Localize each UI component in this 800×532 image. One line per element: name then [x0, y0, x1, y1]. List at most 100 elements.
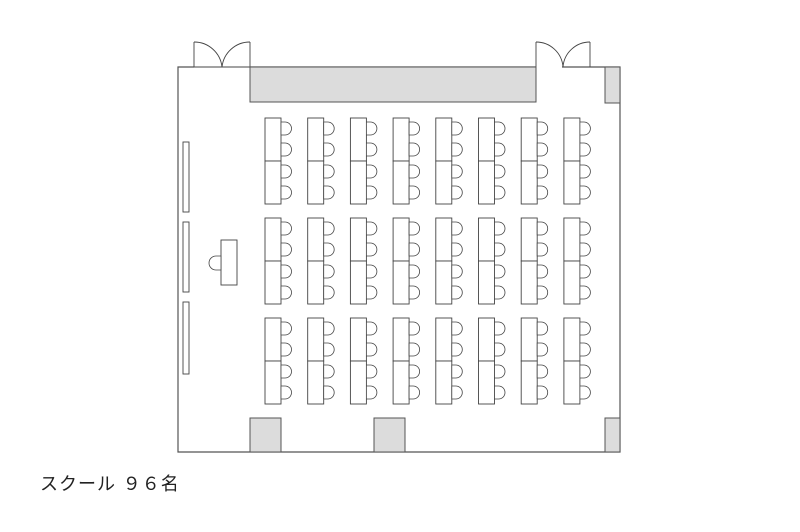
desk [563, 260, 581, 305]
whiteboard-1 [182, 141, 190, 213]
desk [392, 117, 410, 162]
capacity-count: ９６名 [122, 474, 180, 495]
chair [408, 121, 420, 136]
chair [323, 142, 335, 157]
pillar-bottom-right [604, 417, 621, 453]
desk [264, 260, 282, 305]
chair [451, 264, 463, 279]
desk [478, 260, 495, 305]
chair [451, 364, 463, 379]
chair [280, 285, 292, 300]
chair [366, 142, 378, 157]
desk [349, 317, 367, 362]
chair [323, 285, 335, 300]
desk [264, 217, 282, 262]
chair [536, 385, 549, 400]
chair [366, 185, 378, 200]
chair [323, 185, 335, 200]
desk [392, 160, 410, 205]
chair [494, 164, 506, 179]
chair [451, 385, 463, 400]
layout-name: スクール [40, 474, 116, 495]
desk [435, 317, 453, 362]
chair [494, 364, 506, 379]
desk [264, 117, 282, 162]
chair [451, 164, 463, 179]
desk [307, 117, 325, 162]
desk [264, 317, 282, 362]
chair [323, 321, 335, 336]
chair [280, 385, 292, 400]
desk [392, 317, 410, 362]
chair [280, 164, 292, 179]
chair [451, 285, 463, 300]
chair [408, 264, 420, 279]
chair [494, 285, 506, 300]
chair [579, 285, 591, 300]
top-counter [249, 66, 537, 103]
lectern [208, 239, 238, 286]
chair [408, 364, 420, 379]
door-right [535, 41, 591, 68]
chair [494, 121, 506, 136]
desk [264, 160, 282, 205]
desk [349, 260, 367, 305]
chair [451, 121, 463, 136]
desk [478, 360, 495, 405]
desk [520, 317, 538, 362]
desk [563, 360, 581, 405]
desk [478, 217, 495, 262]
chair [408, 221, 420, 236]
chair [323, 242, 335, 257]
chair [366, 121, 378, 136]
whiteboard-3 [182, 301, 190, 375]
chair [366, 285, 378, 300]
desk [435, 360, 453, 405]
chair [451, 342, 463, 357]
desk [264, 360, 282, 405]
chair [451, 185, 463, 200]
chair [579, 264, 591, 279]
chair [323, 385, 335, 400]
desk [563, 117, 581, 162]
desk [435, 160, 453, 205]
chair [408, 321, 420, 336]
chair [280, 121, 292, 136]
chair [323, 264, 335, 279]
chair [494, 385, 506, 400]
pillar-bottom-center [373, 417, 406, 453]
chair [366, 264, 378, 279]
desk [478, 160, 495, 205]
desk [349, 217, 367, 262]
chair [323, 364, 335, 379]
chair [366, 342, 378, 357]
desk [520, 217, 538, 262]
desk [307, 260, 325, 305]
chair [536, 221, 549, 236]
chair [579, 321, 591, 336]
desk [435, 217, 453, 262]
desk [349, 160, 367, 205]
chair [494, 221, 506, 236]
chair [579, 185, 591, 200]
chair [366, 385, 378, 400]
desk [520, 160, 538, 205]
chair [579, 121, 591, 136]
chair [494, 342, 506, 357]
chair [536, 242, 549, 257]
chair [366, 164, 378, 179]
chair [494, 142, 506, 157]
chair [451, 142, 463, 157]
chair [280, 264, 292, 279]
chair [536, 342, 549, 357]
pillar-top-right [604, 66, 621, 104]
chair [280, 185, 292, 200]
chair [536, 164, 549, 179]
pillar-bottom-left [249, 417, 282, 453]
chair [579, 164, 591, 179]
chair [366, 242, 378, 257]
chair [494, 242, 506, 257]
desk [520, 117, 538, 162]
chair [408, 242, 420, 257]
chair [280, 221, 292, 236]
